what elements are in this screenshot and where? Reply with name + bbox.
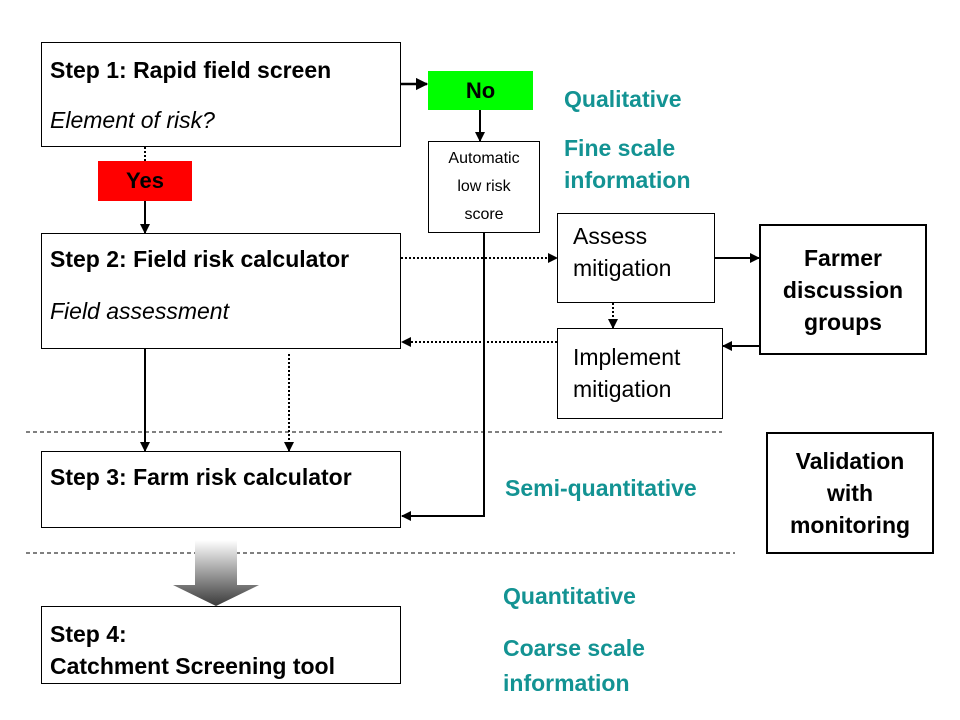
label-qualitative: Qualitative	[564, 86, 682, 112]
yes-decision-tag: Yes	[98, 161, 192, 201]
step1-box: Step 1: Rapid field screen Element of ri…	[41, 42, 401, 147]
automatic-line1: Automatic	[448, 150, 520, 167]
label-quantitative: Quantitative	[503, 583, 636, 609]
automatic-line3: score	[464, 206, 504, 223]
step3-box: Step 3: Farm risk calculator	[41, 451, 401, 528]
validation-line2: with	[827, 480, 873, 506]
yes-label: Yes	[126, 168, 164, 193]
farmer-line3: groups	[804, 308, 882, 335]
step2-title: Step 2: Field risk calculator	[50, 246, 350, 272]
step4-title-line2: Catchment Screening tool	[50, 653, 335, 679]
farmer-line1: Farmer	[804, 244, 882, 271]
farmer-discussion-groups-box: Farmer discussion groups	[759, 224, 927, 355]
arrow-automatic-to-step3	[401, 233, 485, 521]
label-fine-information: information	[564, 167, 691, 193]
assess-mitigation-box: Assess mitigation	[557, 213, 715, 303]
step4-title-line1: Step 4:	[50, 621, 127, 647]
gradient-down-arrow	[173, 540, 259, 606]
validation-monitoring-box: Validation with monitoring	[766, 432, 934, 554]
label-fine-scale: Fine scale	[564, 135, 676, 161]
automatic-low-risk-box: Automatic low risk score	[428, 141, 540, 233]
validation-line3: monitoring	[789, 512, 911, 538]
step4-box: Step 4: Catchment Screening tool	[41, 606, 401, 684]
step1-subtitle: Element of risk?	[50, 107, 215, 133]
assess-line2: mitigation	[573, 255, 672, 281]
step3-title: Step 3: Farm risk calculator	[50, 464, 352, 490]
step2-box: Step 2: Field risk calculator Field asse…	[41, 233, 401, 349]
automatic-line2: low risk	[457, 178, 511, 195]
implement-line2: mitigation	[573, 376, 672, 402]
step1-title: Step 1: Rapid field screen	[50, 57, 332, 83]
no-label: No	[465, 77, 496, 103]
label-coarse-scale: Coarse scale	[503, 635, 645, 661]
implement-mitigation-box: Implement mitigation	[557, 328, 723, 419]
implement-line1: Implement	[573, 344, 681, 370]
step2-subtitle: Field assessment	[50, 298, 229, 324]
label-semi-quantitative: Semi-quantitative	[505, 475, 697, 501]
validation-line1: Validation	[795, 448, 905, 474]
farmer-line2: discussion	[782, 276, 904, 303]
no-decision-tag: No	[428, 71, 533, 110]
assess-line1: Assess	[573, 223, 648, 249]
label-coarse-information: information	[503, 670, 630, 696]
